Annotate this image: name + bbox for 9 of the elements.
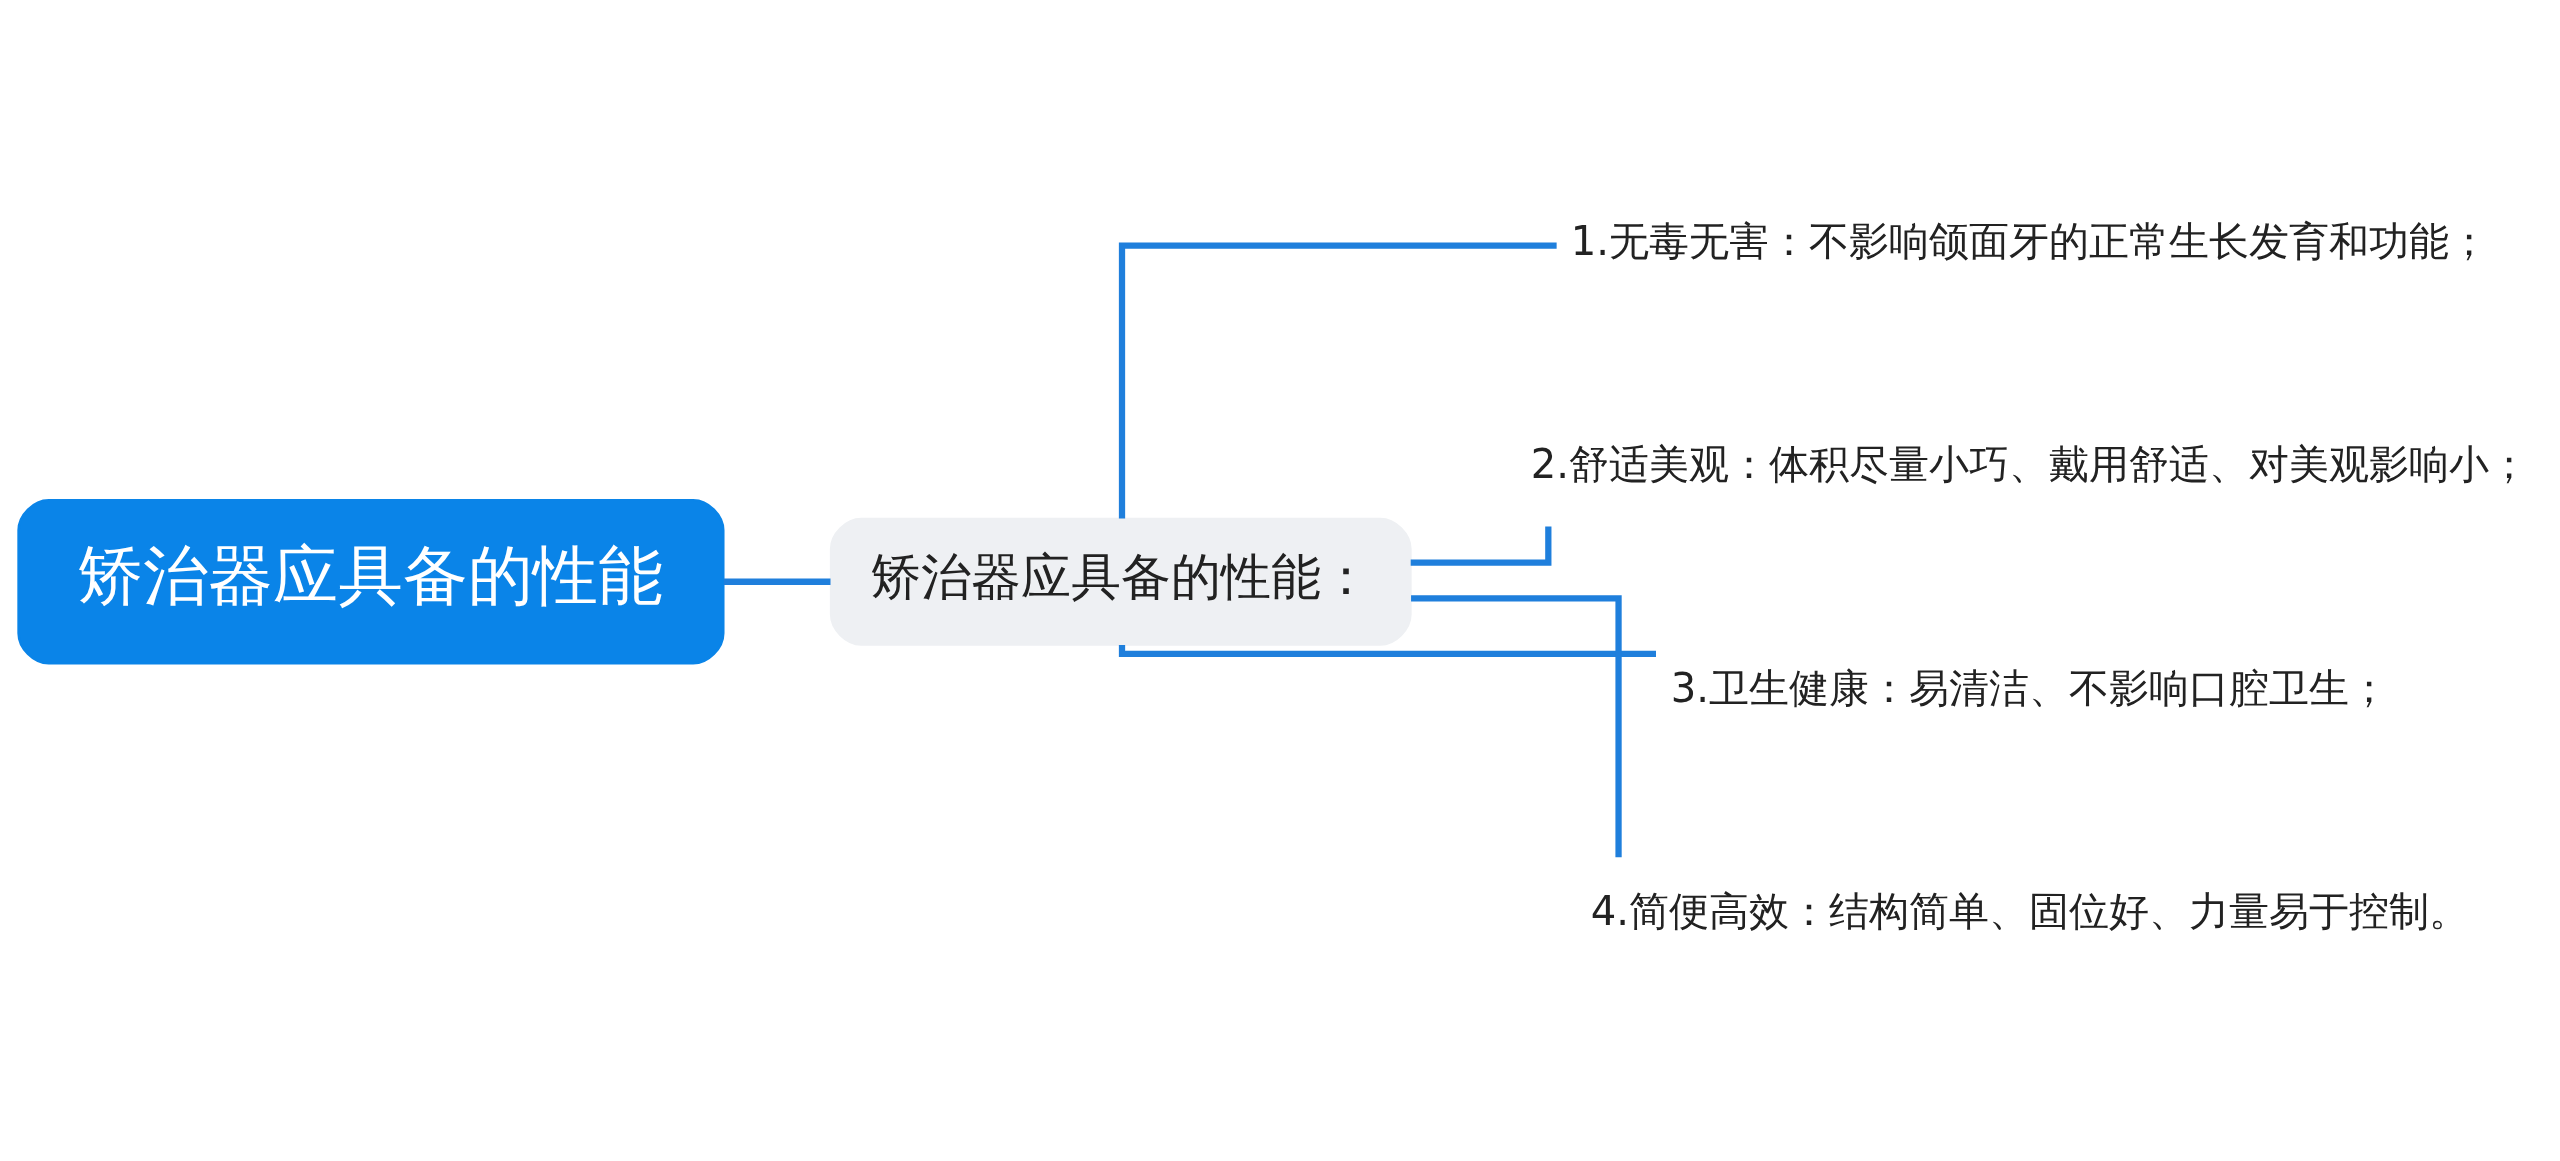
- node-text: 1.无毒无害：不影响颌面牙的正常生长发育和功能；: [1570, 218, 2489, 265]
- node-text: 4.简便高效：结构简单、固位好、力量易于控制。: [1590, 887, 2469, 934]
- node-box: 矫治器应具备的性能: [17, 499, 725, 665]
- connector: [723, 578, 831, 585]
- connector: [1118, 242, 1557, 519]
- node-text: 2.舒适美观：体积尽量小巧、戴用舒适、对美观影响小；: [1530, 441, 2529, 488]
- node-box: 矫治器应具备的性能：: [829, 517, 1412, 646]
- node-text: 3.卫生健康：易清洁、不影响口腔卫生；: [1670, 664, 2389, 711]
- connector: [1411, 595, 1622, 858]
